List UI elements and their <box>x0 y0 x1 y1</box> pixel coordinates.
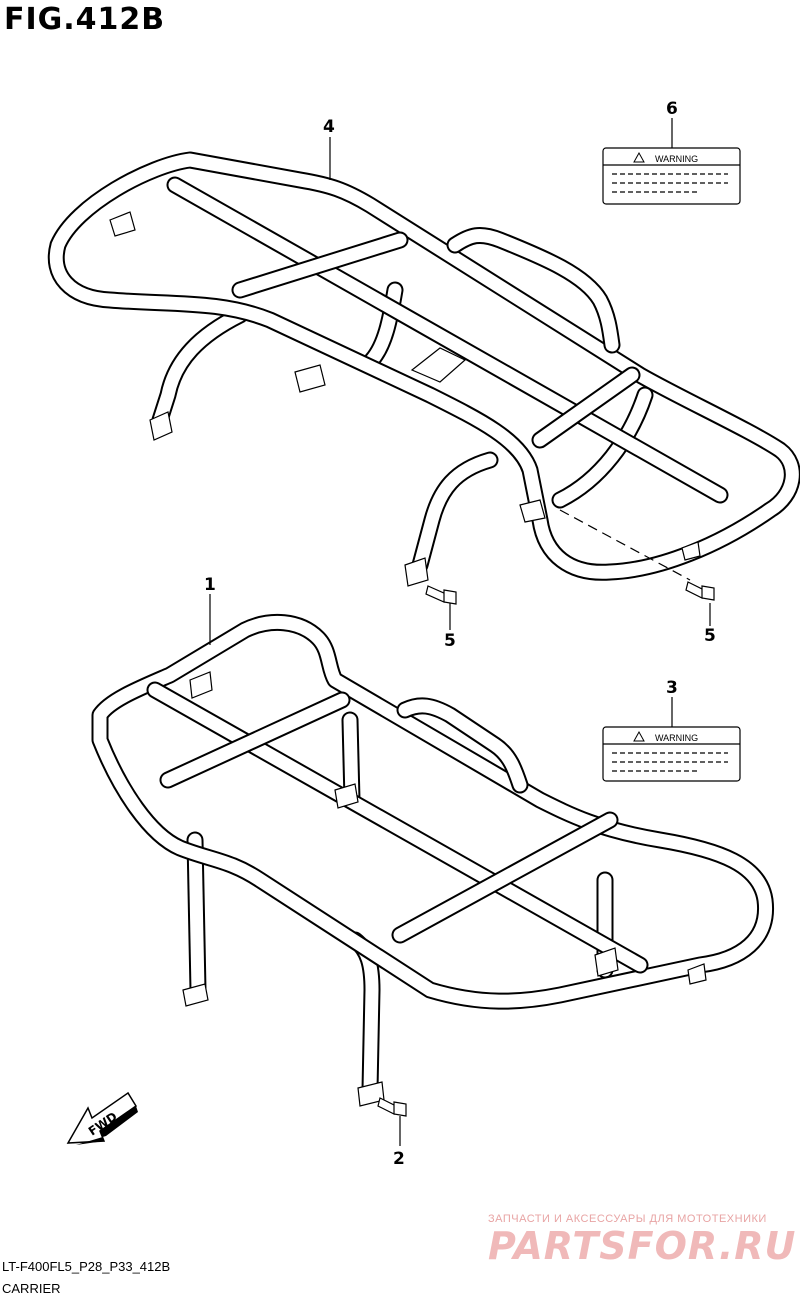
warning-label-text: WARNING <box>655 154 698 164</box>
carrier-4-legs <box>151 281 654 574</box>
front-carrier-part-1[interactable] <box>91 613 775 1107</box>
warning-label-part-3[interactable]: WARNING <box>602 726 741 782</box>
callout-5-right: 5 <box>704 626 716 646</box>
callout-3: 3 <box>666 678 678 698</box>
figure-code: LT-F400FL5_P28_P33_412B <box>2 1259 171 1274</box>
carrier-1-frame <box>91 613 775 1010</box>
forward-arrow-icon: FWD <box>66 1091 138 1145</box>
bolt-part-5-right[interactable] <box>685 581 715 601</box>
warning-label-text: WARNING <box>655 733 698 743</box>
carrier-1-brackets <box>182 671 707 1107</box>
callout-2: 2 <box>393 1149 405 1169</box>
callout-5-left: 5 <box>444 631 456 651</box>
rear-carrier-part-4[interactable] <box>47 151 800 587</box>
figure-name: CARRIER <box>2 1281 61 1296</box>
carrier-4-brackets <box>109 211 701 587</box>
watermark-tagline: ЗАПЧАСТИ И АКСЕССУАРЫ ДЛЯ МОТОТЕХНИКИ <box>488 1213 767 1225</box>
bolt-part-2[interactable] <box>377 1097 407 1117</box>
bolt-part-5-left[interactable] <box>425 585 457 605</box>
figure-title: FIG.412B <box>4 2 166 37</box>
callout-leaders <box>209 118 711 1146</box>
warning-label-part-6[interactable]: WARNING <box>602 147 741 205</box>
warning-triangle-icon <box>633 151 645 163</box>
callout-4: 4 <box>323 117 335 137</box>
callout-1: 1 <box>204 575 216 595</box>
callout-6: 6 <box>666 99 678 119</box>
watermark-logo: PARTSFOR.RU <box>488 1224 797 1268</box>
warning-triangle-icon <box>633 730 645 742</box>
carrier-4-frame <box>47 151 800 581</box>
